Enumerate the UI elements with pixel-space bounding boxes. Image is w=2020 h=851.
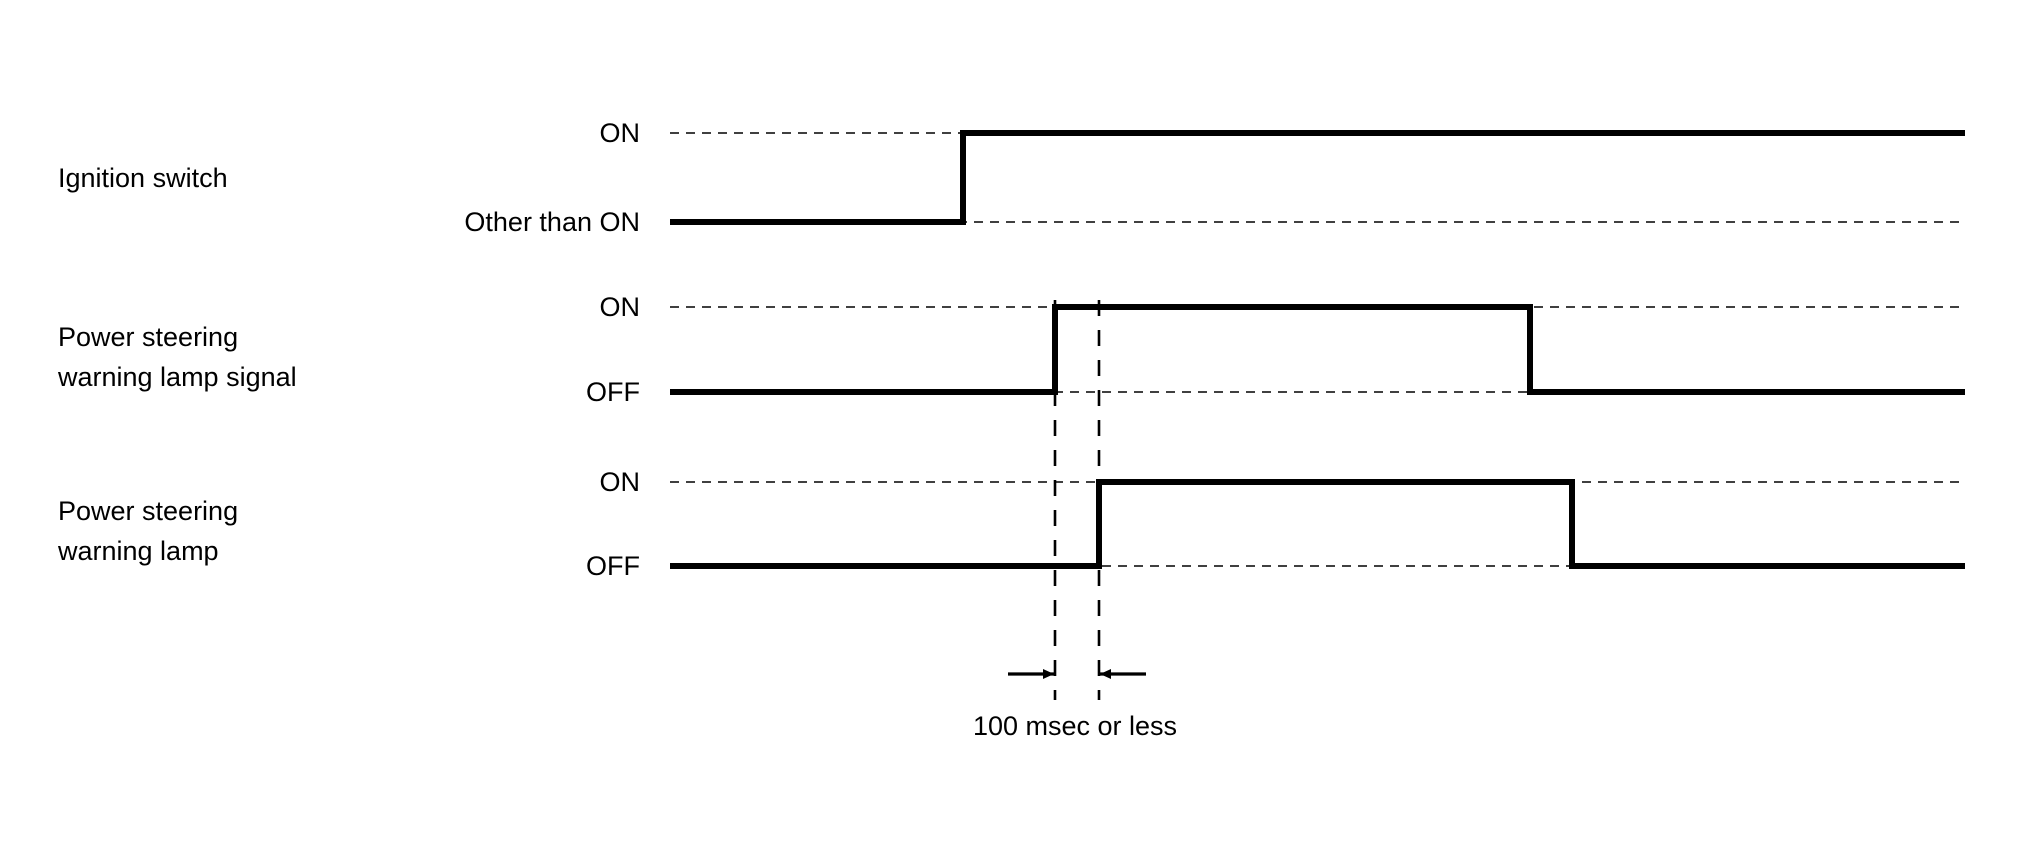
level-label-lamp-signal-off: OFF xyxy=(586,377,640,407)
level-label-ignition-on: ON xyxy=(599,118,641,148)
signal-label-power-steering-warning-lamp-signal: Power steering warning lamp signal xyxy=(58,322,297,392)
signal-label-power-steering-warning-lamp: Power steering warning lamp xyxy=(58,496,239,566)
level-label-ignition-other-than-on: Other than ON xyxy=(464,207,640,237)
signal-label-ignition-switch: Ignition switch xyxy=(58,163,228,193)
level-label-lamp-on: ON xyxy=(599,467,641,497)
level-label-lamp-off: OFF xyxy=(586,551,640,581)
annotation-label-delay: 100 msec or less xyxy=(972,711,1178,741)
level-label-lamp-signal-on: ON xyxy=(599,292,641,322)
waveform-ignition-switch xyxy=(670,130,1965,225)
waveform-power-steering-warning-lamp-signal xyxy=(670,304,1965,395)
waveform-power-steering-warning-lamp xyxy=(670,479,1965,569)
